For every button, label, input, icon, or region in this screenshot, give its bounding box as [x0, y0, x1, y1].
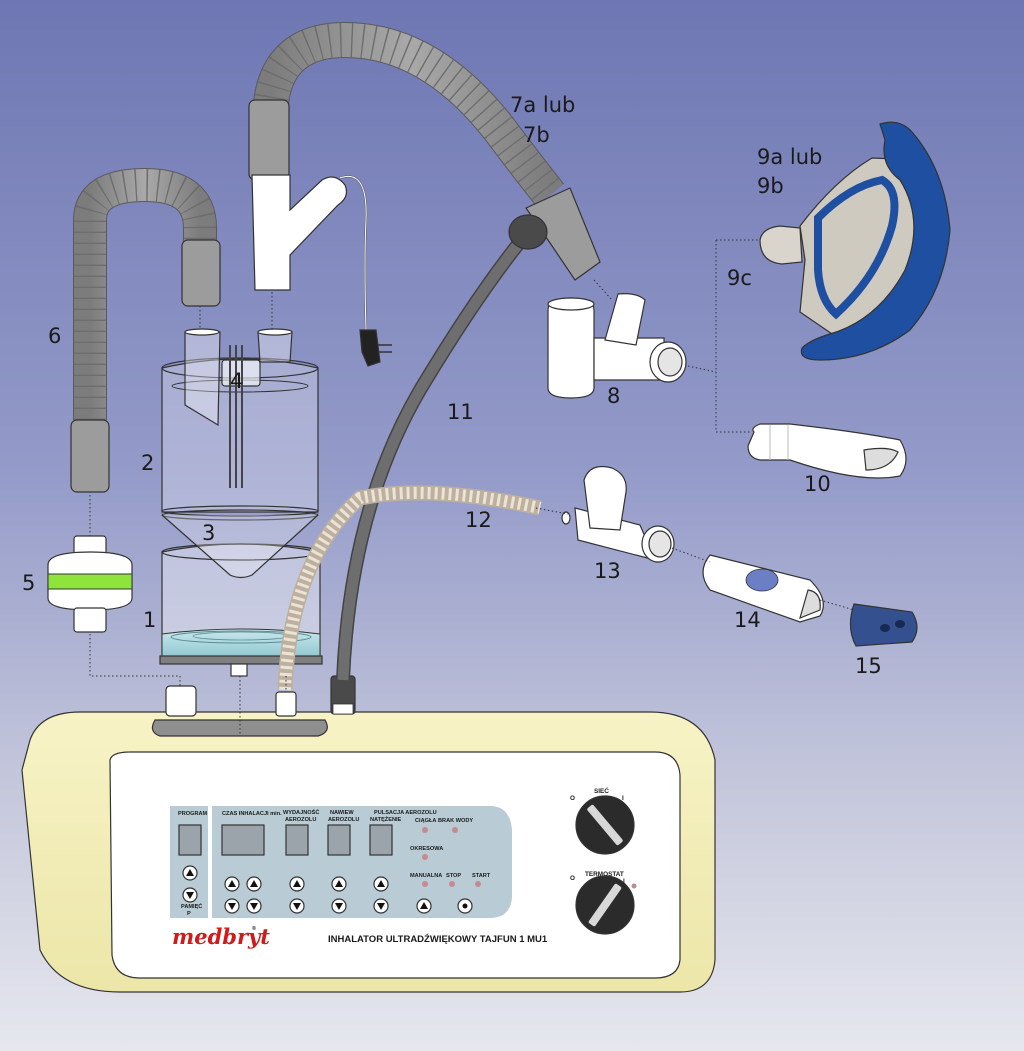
hose-11 — [336, 214, 548, 681]
power-off-mark: O — [570, 795, 575, 802]
label-3: 3 — [202, 521, 215, 545]
part-labels: 1 2 3 4 5 6 7a lub 7b 8 9a lub 9b 9c 10 … — [22, 93, 882, 678]
label-9a: 9a lub — [757, 145, 822, 169]
mask-9 — [759, 121, 951, 361]
mouthpiece-14 — [702, 554, 824, 623]
label-5: 5 — [22, 571, 35, 595]
socket-left — [165, 685, 197, 717]
label-natezenie: NATĘŻENIE — [370, 816, 402, 823]
y-piece-heater — [251, 174, 392, 367]
display-output — [285, 824, 309, 856]
label-8: 8 — [607, 384, 620, 408]
label-okresowa: OKRESOWA — [410, 846, 443, 852]
nebulizer-cup — [161, 328, 319, 579]
manual-button[interactable] — [416, 898, 432, 914]
time-tens-down-button[interactable] — [224, 898, 240, 914]
label-stop: STOP — [446, 873, 461, 879]
display-airflow — [327, 824, 351, 856]
label-start: START — [472, 873, 491, 879]
label-nawiew-1: NAWIEW — [330, 810, 354, 816]
label-4: 4 — [230, 369, 243, 393]
time-tens-up-button[interactable] — [224, 876, 240, 892]
filter-5 — [47, 535, 133, 633]
mouthpiece-10 — [747, 423, 907, 479]
led-manualna — [422, 881, 428, 887]
hose-6 — [70, 167, 221, 493]
brand-reg-mark: ® — [252, 925, 257, 932]
label-6: 6 — [48, 324, 61, 348]
label-2: 2 — [141, 451, 154, 475]
time-units-up-button[interactable] — [246, 876, 262, 892]
led-okresowa — [422, 854, 428, 860]
label-7b: 7b — [523, 123, 550, 147]
airflow-down-button[interactable] — [331, 898, 347, 914]
label-manualna: MANUALNA — [410, 873, 442, 879]
output-up-button[interactable] — [289, 876, 305, 892]
label-siec: SIEĆ — [594, 786, 609, 795]
program-down-button[interactable] — [182, 887, 198, 903]
control-panel: PROGRAM CZAS INHALACJI min. WYDAJNOŚĆ AE… — [170, 806, 512, 918]
hose-7 — [248, 21, 601, 281]
led-start — [475, 881, 481, 887]
power-knob[interactable]: SIEĆ O I — [570, 786, 635, 855]
label-14: 14 — [734, 608, 761, 632]
thermostat-knob[interactable]: TERMOSTAT O I — [570, 871, 637, 935]
label-9b: 9b — [757, 174, 784, 198]
intensity-up-button[interactable] — [373, 876, 389, 892]
time-units-down-button[interactable] — [246, 898, 262, 914]
label-10: 10 — [804, 472, 831, 496]
label-wydajnosc-2: AEROZOLU — [285, 817, 316, 823]
label-nawiew-2: AEROZOLU — [328, 817, 359, 823]
display-program — [178, 824, 202, 856]
label-15: 15 — [855, 654, 882, 678]
y-piece-13 — [561, 465, 675, 563]
label-9c: 9c — [727, 266, 752, 290]
thermostat-off-mark: O — [570, 875, 575, 882]
label-7a: 7a lub — [510, 93, 575, 117]
intensity-down-button[interactable] — [373, 898, 389, 914]
led-brak-wody — [452, 827, 458, 833]
brand-logo: medbryt — [172, 924, 270, 949]
label-brak-wody: BRAK WODY — [438, 818, 473, 824]
connector-lines — [89, 239, 855, 736]
power-on-mark: I — [622, 795, 624, 802]
label-ciagla: CIĄGŁA — [415, 818, 436, 824]
display-intensity — [369, 824, 393, 856]
label-12: 12 — [465, 508, 492, 532]
display-time — [221, 824, 265, 856]
label-pamiec: PAMIĘĆ — [181, 902, 202, 910]
label-pulsacja: PULSACJA AEROZOLU — [374, 810, 437, 816]
device-name: INHALATOR ULTRADŹWIĘKOWY TAJFUN 1 MU1 — [328, 934, 548, 945]
led-stop — [449, 881, 455, 887]
output-down-button[interactable] — [289, 898, 305, 914]
label-pamiec-key: P — [187, 911, 191, 917]
start-stop-button[interactable] — [457, 898, 473, 914]
cap-15 — [849, 603, 918, 647]
airflow-up-button[interactable] — [331, 876, 347, 892]
label-wydajnosc-1: WYDAJNOŚĆ — [283, 808, 319, 816]
program-up-button[interactable] — [182, 865, 198, 881]
label-1: 1 — [143, 608, 156, 632]
label-13: 13 — [594, 559, 621, 583]
socket-right — [275, 691, 297, 717]
t-piece-8 — [547, 293, 687, 399]
tube-12 — [277, 485, 542, 691]
label-termostat: TERMOSTAT — [585, 871, 624, 878]
label-czas: CZAS INHALACJI min. — [222, 811, 282, 817]
label-11: 11 — [447, 400, 474, 424]
label-program: PROGRAM — [178, 811, 208, 817]
thermostat-on-mark: I — [623, 878, 625, 885]
led-ciagla — [422, 827, 428, 833]
